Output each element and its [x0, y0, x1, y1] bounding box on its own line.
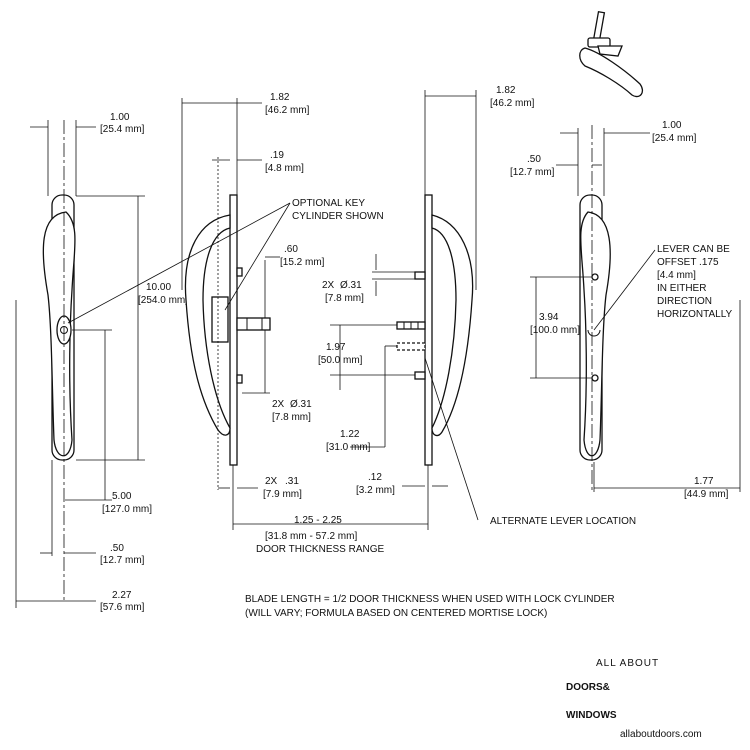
dim-text: [3.2 mm] — [356, 485, 395, 496]
brand-line: ALL ABOUT — [596, 658, 659, 669]
dim-text: [44.9 mm] — [684, 489, 729, 500]
front-view-right — [579, 125, 611, 490]
dim-text: 1.22 — [340, 429, 360, 440]
dim-width-side-2: 1.82 [46.2 mm] — [424, 85, 535, 290]
dim-half-inch-front: .50 [12.7 mm] — [40, 460, 145, 566]
dim-text: 2.27 — [112, 590, 132, 601]
dim-overall-height: 10.00 [254.0 mm] — [76, 195, 188, 461]
dim-text: [7.8 mm] — [325, 293, 364, 304]
callout-text: IN EITHER — [657, 283, 706, 294]
dim-text: [46.2 mm] — [490, 98, 535, 109]
brand-url: allaboutdoors.com — [620, 729, 702, 740]
callout-text: DIRECTION — [657, 296, 712, 307]
dim-text: 2X — [265, 476, 278, 487]
dim-projection: 2.27 [57.6 mm] — [15, 300, 145, 613]
dim-alt-spacing: 1.97 [50.0 mm] — [318, 324, 415, 390]
callout-text: OPTIONAL KEY — [292, 198, 365, 209]
dim-text: [4.8 mm] — [265, 163, 304, 174]
dim-text: DOOR THICKNESS RANGE — [256, 544, 384, 555]
callout-text: ALTERNATE LEVER LOCATION — [490, 516, 636, 527]
dim-hole-spacing: 3.94 [100.0 mm] — [530, 276, 592, 379]
dim-text: [12.7 mm] — [100, 555, 145, 566]
brand-line: DOORS& — [566, 682, 610, 693]
dim-blade-offset: .60 [15.2 mm] — [264, 244, 325, 318]
callout-text: CYLINDER SHOWN — [292, 211, 384, 222]
dim-alt-offset: 1.22 [31.0 mm] — [326, 345, 397, 453]
dim-text: [25.4 mm] — [652, 133, 697, 144]
dim-plate-thickness: .12 [3.2 mm] — [356, 472, 448, 496]
dim-text: Ø.31 — [340, 280, 362, 291]
dim-text: .12 — [368, 472, 382, 483]
dim-hole-diameter-center: 2X Ø.31 [7.8 mm] — [322, 254, 415, 304]
callout-optional-key-cylinder: OPTIONAL KEY CYLINDER SHOWN — [67, 198, 384, 324]
dim-text: [25.4 mm] — [100, 124, 145, 135]
callout-text: [4.4 mm] — [657, 270, 696, 281]
dim-top-width-right: 1.00 [25.4 mm] — [560, 120, 697, 196]
dim-text: 1.97 — [326, 342, 346, 353]
dim-text: [31.8 mm - 57.2 mm] — [265, 531, 357, 542]
dim-text: [127.0 mm] — [102, 504, 152, 515]
dim-text: 2X — [272, 399, 285, 410]
dim-top-width-front: 1.00 [25.4 mm] — [30, 112, 145, 196]
dim-rose-width: 2X .31 [7.9 mm] — [218, 476, 302, 500]
dim-text: [7.8 mm] — [272, 412, 311, 423]
dim-text: .60 — [284, 244, 298, 255]
dim-half-inch-right: .50 [12.7 mm] — [510, 128, 602, 196]
dim-text: [57.6 mm] — [100, 602, 145, 613]
dim-text: [15.2 mm] — [280, 257, 325, 268]
dim-text: 1.82 — [270, 92, 290, 103]
dim-door-thickness: 1.25 - 2.25 [31.8 mm - 57.2 mm] DOOR THI… — [232, 465, 429, 555]
dim-text: [7.9 mm] — [263, 489, 302, 500]
dim-cylinder-height: 5.00 [127.0 mm] — [65, 329, 152, 515]
callout-text: LEVER CAN BE — [657, 244, 730, 255]
dim-text: 1.25 - 2.25 — [294, 515, 342, 526]
brand-line: WINDOWS — [566, 710, 617, 721]
dim-text: 5.00 — [112, 491, 132, 502]
callout-text: OFFSET .175 — [657, 257, 719, 268]
lever-thumbnail — [579, 10, 644, 98]
dim-text: [12.7 mm] — [510, 167, 555, 178]
dim-text: [100.0 mm] — [530, 325, 580, 336]
dim-text: 2X — [322, 280, 335, 291]
callout-lever-offset: LEVER CAN BE OFFSET .175 [4.4 mm] IN EIT… — [593, 244, 733, 331]
note-line: BLADE LENGTH = 1/2 DOOR THICKNESS WHEN U… — [245, 594, 615, 605]
side-view-with-cylinder — [184, 157, 271, 490]
dim-rose-thickness: .19 [4.8 mm] — [212, 150, 304, 174]
brand-logo: ALL ABOUT DOORS& WINDOWS allaboutdoors.c… — [566, 658, 702, 740]
dim-text: 3.94 — [539, 312, 559, 323]
dim-text: 1.00 — [110, 112, 130, 123]
dim-width-side-1: 1.82 [46.2 mm] — [181, 92, 310, 290]
dim-text: [31.0 mm] — [326, 442, 371, 453]
dim-text: .50 — [527, 154, 541, 165]
dim-text: [50.0 mm] — [318, 355, 363, 366]
dim-text: [254.0 mm] — [138, 295, 188, 306]
dim-text: .31 — [285, 476, 299, 487]
dim-text: 1.00 — [662, 120, 682, 131]
dim-text: .50 — [110, 543, 124, 554]
note-line: (WILL VARY; FORMULA BASED ON CENTERED MO… — [245, 608, 547, 619]
callout-alternate-lever: ALTERNATE LEVER LOCATION — [424, 357, 636, 527]
dim-text: Ø.31 — [290, 399, 312, 410]
dim-text: 10.00 — [146, 282, 171, 293]
front-view-handle — [42, 120, 76, 600]
dim-text: 1.82 — [496, 85, 516, 96]
dim-lever-projection: 1.77 [44.9 mm] — [593, 300, 741, 500]
side-view-inside — [396, 194, 474, 466]
callout-text: HORIZONTALLY — [657, 309, 733, 320]
dim-hole-diameter-left: 2X Ø.31 [7.8 mm] — [242, 330, 312, 423]
dim-text: 1.77 — [694, 476, 714, 487]
dim-text: .19 — [270, 150, 284, 161]
dim-text: [46.2 mm] — [265, 105, 310, 116]
